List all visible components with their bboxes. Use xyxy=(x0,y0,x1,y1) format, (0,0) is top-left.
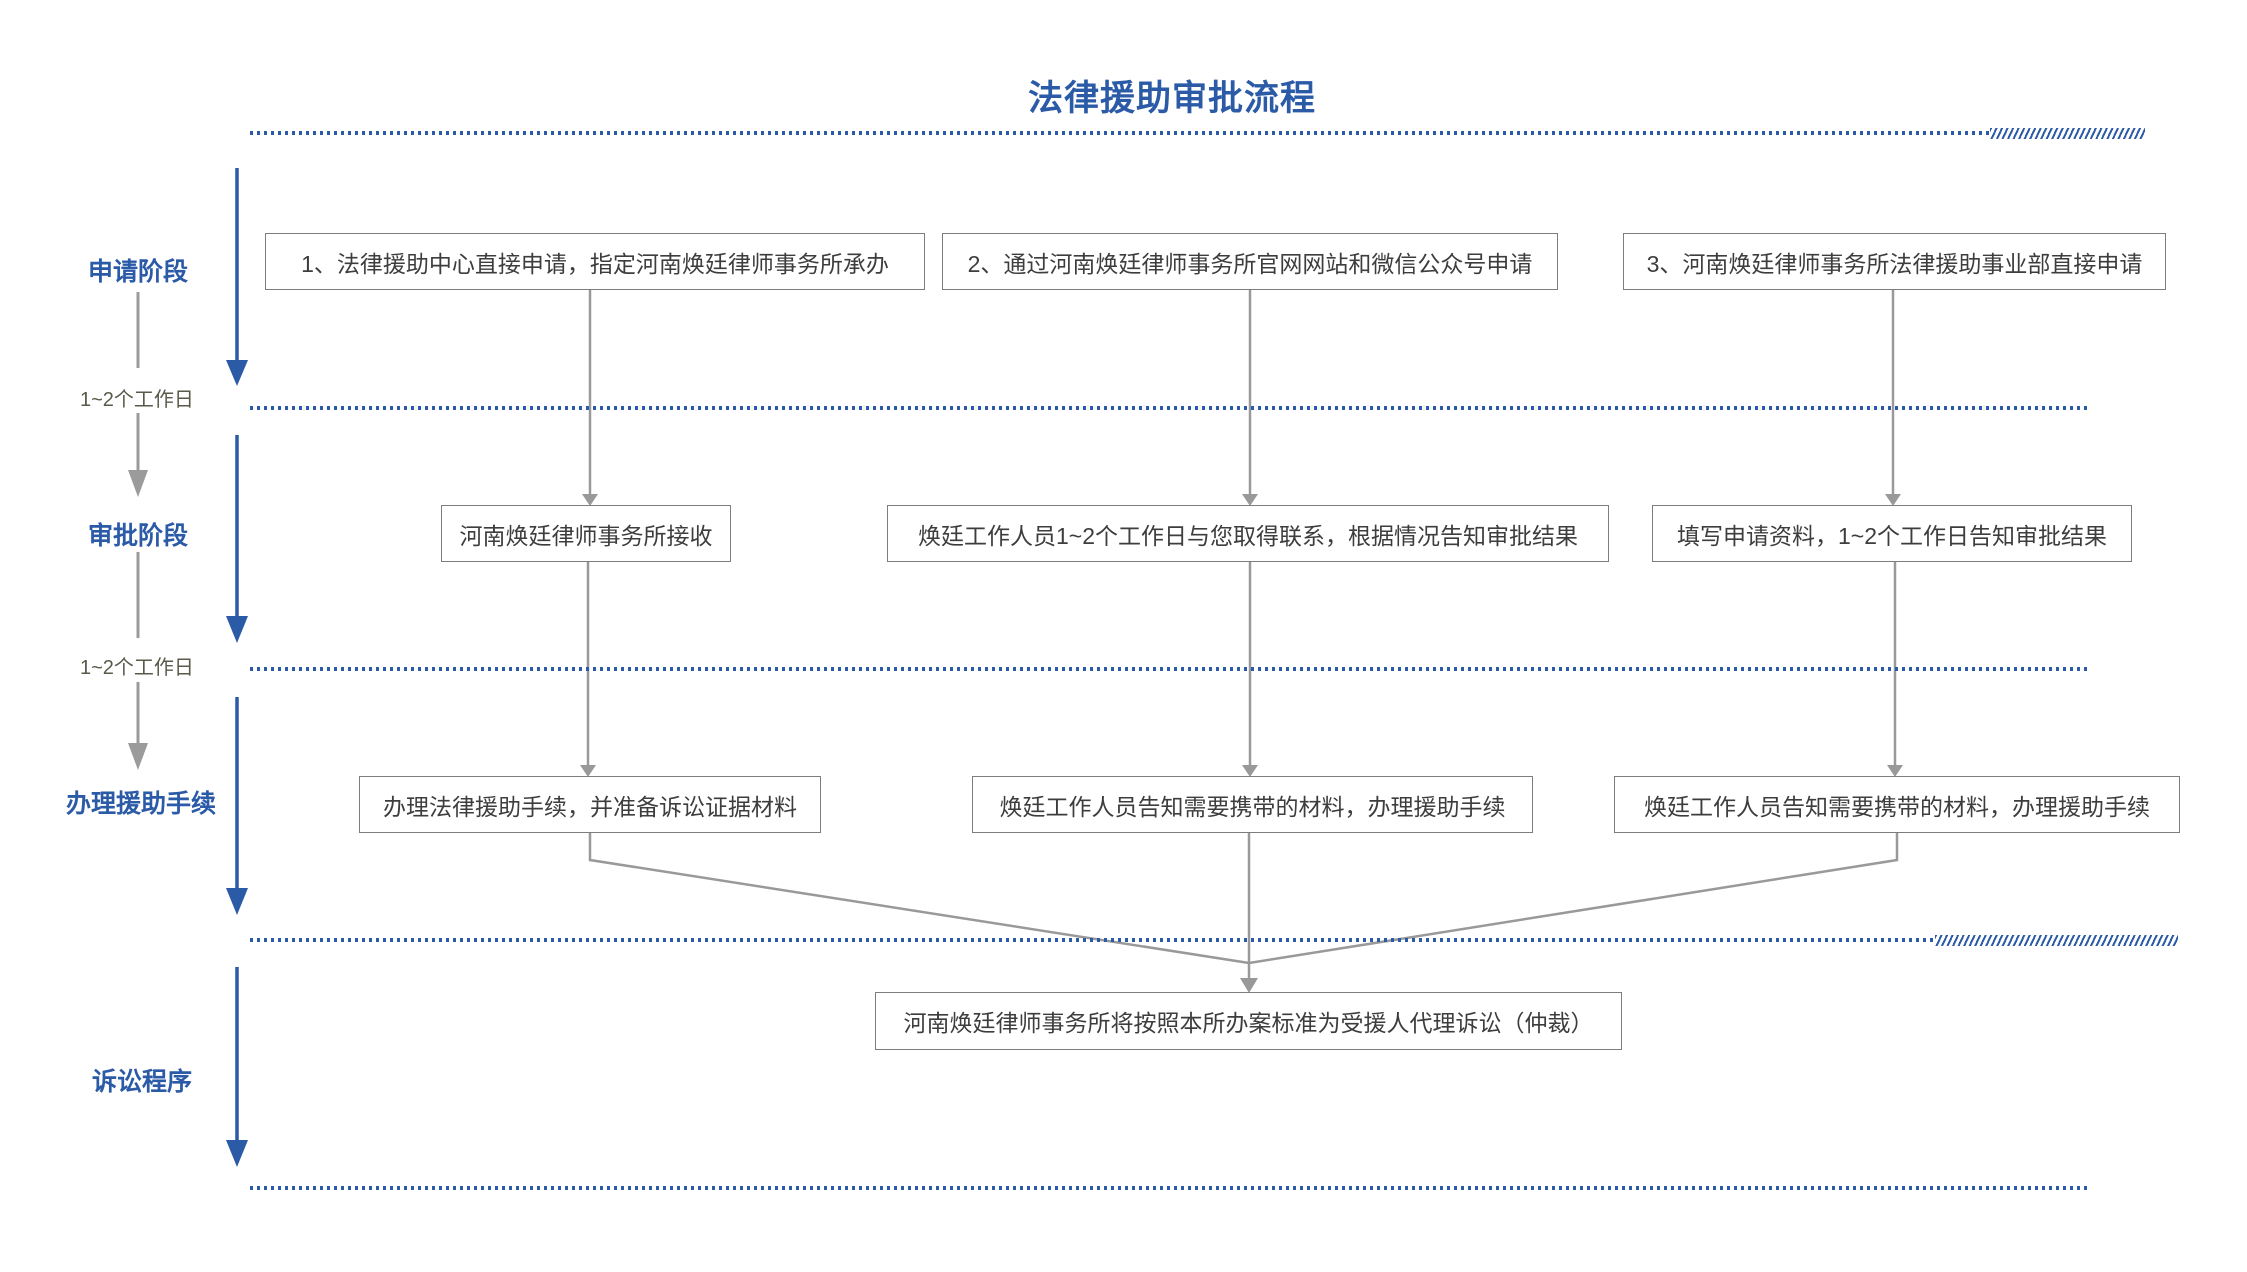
phase-label-approval: 审批阶段 xyxy=(88,522,189,550)
flow-box-bring-materials-1: 焕廷工作人员告知需要携带的材料，办理援助手续 xyxy=(972,776,1533,833)
phase-label-application: 申请阶段 xyxy=(88,258,189,286)
flow-box-prepare-evidence: 办理法律援助手续，并准备诉讼证据材料 xyxy=(359,776,821,833)
phase-arrows xyxy=(128,292,148,770)
page-title: 法律援助审批流程 xyxy=(1028,79,1317,118)
flow-box-fill-materials: 填写申请资料，1~2个工作日告知审批结果 xyxy=(1652,505,2132,562)
dotted-separator-3 xyxy=(250,667,2090,671)
phase-label-litigation: 诉讼程序 xyxy=(92,1068,193,1096)
flow-box-apply-online: 2、通过河南焕廷律师事务所官网网站和微信公众号申请 xyxy=(942,233,1558,290)
dotted-separator-1-hatch xyxy=(1990,128,2145,139)
phase-label-procedures: 办理援助手续 xyxy=(66,790,217,818)
flow-box-bring-materials-2: 焕廷工作人员告知需要携带的材料，办理援助手续 xyxy=(1614,776,2180,833)
flow-connectors xyxy=(580,290,1903,993)
interval-label-1: 1~2个工作日 xyxy=(80,389,194,411)
dotted-separator-5 xyxy=(250,1186,2090,1190)
flow-box-firm-receives: 河南焕廷律师事务所接收 xyxy=(441,505,731,562)
flow-box-litigation: 河南焕廷律师事务所将按照本所办案标准为受援人代理诉讼（仲裁） xyxy=(875,992,1622,1050)
dotted-separator-4 xyxy=(250,938,1935,942)
dotted-separator-2 xyxy=(250,406,2090,410)
interval-label-2: 1~2个工作日 xyxy=(80,657,194,679)
dotted-separator-4-hatch xyxy=(1935,935,2178,946)
flow-box-apply-direct: 3、河南焕廷律师事务所法律援助事业部直接申请 xyxy=(1623,233,2166,290)
flow-box-staff-contact: 焕廷工作人员1~2个工作日与您取得联系，根据情况告知审批结果 xyxy=(887,505,1609,562)
flow-box-apply-center: 1、法律援助中心直接申请，指定河南焕廷律师事务所承办 xyxy=(265,233,925,290)
dotted-separator-1 xyxy=(250,131,1990,135)
timeline-arrows xyxy=(226,168,248,1167)
